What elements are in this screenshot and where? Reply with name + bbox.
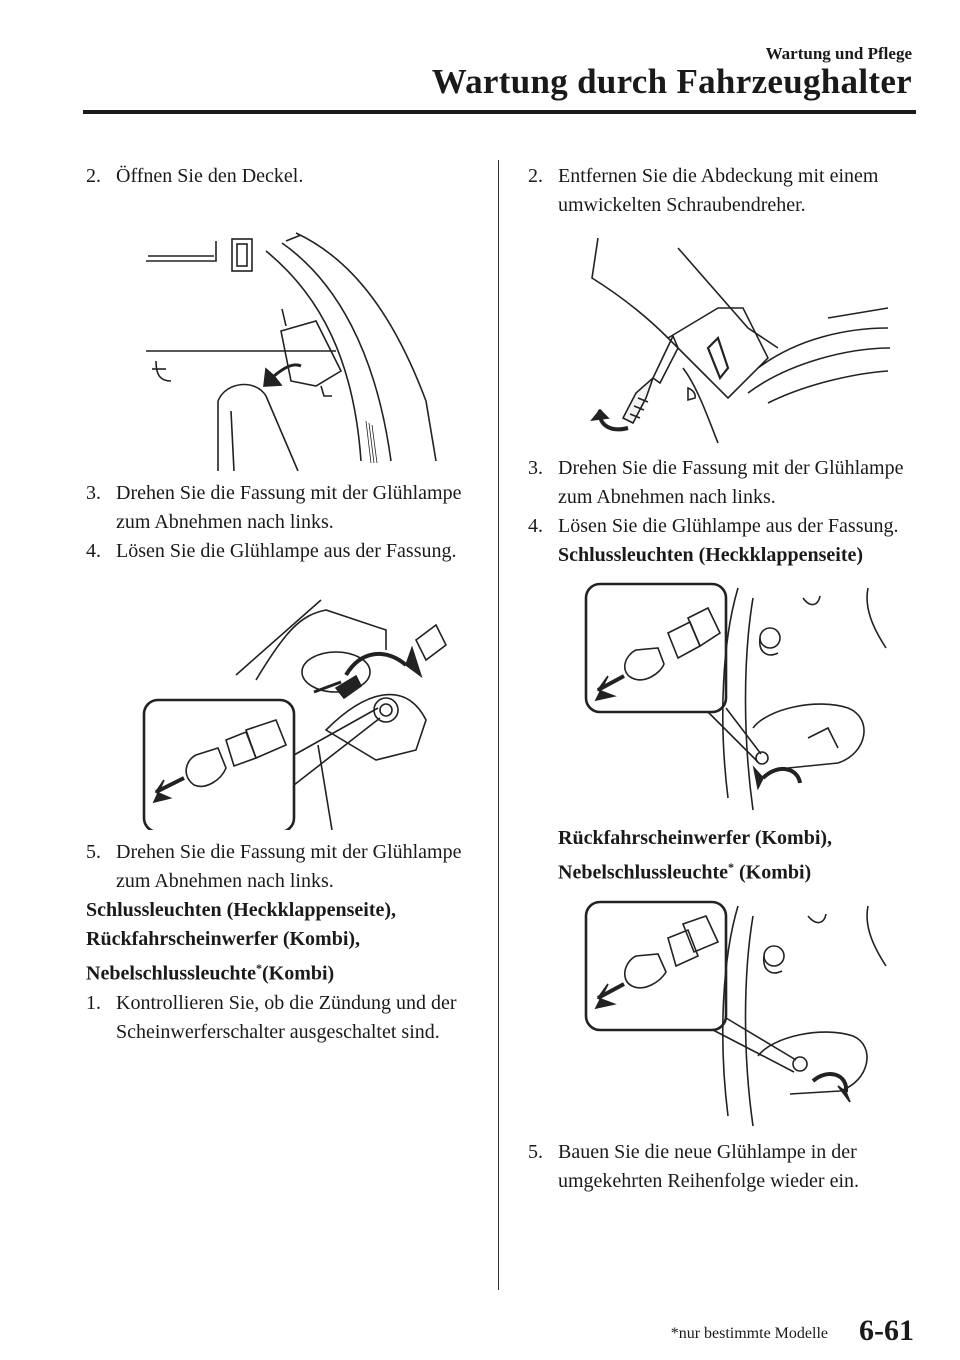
step-text: Bauen Sie die neue Glühlampe in der umge… (558, 1140, 859, 1192)
left-step-1: 1. Kontrollieren Sie, ob die Zündung und… (86, 989, 486, 1047)
figure-label-reverse-light-suffix: (Kombi) (734, 861, 812, 884)
header-rule (83, 110, 916, 114)
left-step-2: 2. Öffnen Sie den Deckel. (86, 162, 486, 191)
figure-remove-cover-screwdriver (590, 237, 891, 444)
left-column: 2. Öffnen Sie den Deckel. (86, 162, 486, 1047)
subheading-line-1: Schlussleuchten (Heckklappenseite), (86, 899, 397, 921)
figure-label-tail-lights: Schlussleuchten (Heckklappenseite) (558, 544, 864, 566)
figure-remove-socket (142, 599, 448, 830)
step-number: 3. (528, 457, 543, 479)
subheading-line-3: Nebelschlussleuchte*(Kombi) (86, 954, 486, 989)
step-text: Drehen Sie die Fassung mit der Glühlampe… (116, 841, 462, 892)
footnote-text: *nur bestimmte Modelle (670, 1325, 828, 1342)
left-step-4: 4. Lösen Sie die Glühlampe aus der Fassu… (86, 537, 486, 566)
step-text: Drehen Sie die Fassung mit der Glühlampe… (116, 482, 462, 533)
right-step-5: 5. Bauen Sie die neue Glühlampe in der u… (528, 1138, 928, 1196)
figure-tail-light-socket (584, 582, 887, 811)
figure-reverse-fog-light-socket (584, 900, 887, 1126)
step-text: Kontrollieren Sie, ob die Zündung und de… (116, 991, 457, 1043)
figure-label-reverse-light-line-2: Nebelschlussleuchte* (Kombi) (528, 853, 928, 888)
step-text: Öffnen Sie den Deckel. (116, 165, 304, 187)
right-step-2: 2. Entfernen Sie die Abdeckung mit einem… (528, 162, 928, 220)
footnote-marker: * (728, 860, 734, 874)
subheading-line-3-text: Nebelschlussleuchte (86, 962, 256, 985)
step-number: 2. (528, 165, 543, 187)
step-text: Entfernen Sie die Abdeckung mit einem um… (558, 165, 879, 216)
step-number: 4. (528, 515, 543, 537)
step-text: Lösen Sie die Glühlampe aus der Fassung. (558, 515, 899, 537)
step-text: Lösen Sie die Glühlampe aus der Fassung. (116, 540, 457, 562)
subheading-line-2: Rückfahrscheinwerfer (Kombi), (86, 928, 361, 950)
subheading-line-3-suffix: (Kombi) (262, 962, 335, 985)
step-text: Drehen Sie die Fassung mit der Glühlampe… (558, 457, 904, 508)
step-number: 1. (86, 991, 101, 1014)
step-number: 4. (86, 540, 101, 562)
left-step-5: 5. Drehen Sie die Fassung mit der Glühla… (86, 838, 486, 896)
step-number: 5. (528, 1140, 543, 1163)
right-column: 2. Entfernen Sie die Abdeckung mit einem… (528, 162, 928, 1196)
figure-label-reverse-light-line-1: Rückfahrscheinwerfer (Kombi), (558, 827, 833, 849)
right-step-4: 4. Lösen Sie die Glühlampe aus der Fassu… (528, 512, 928, 541)
header-chapter-title: Wartung durch Fahrzeughalter (431, 62, 912, 101)
column-divider (498, 160, 499, 1290)
step-number: 2. (86, 165, 101, 187)
step-number: 5. (86, 841, 101, 863)
step-number: 3. (86, 482, 101, 504)
figure-label-reverse-light-text: Nebelschlussleuchte (558, 861, 728, 884)
footnote-marker: * (256, 961, 262, 975)
left-step-3: 3. Drehen Sie die Fassung mit der Glühla… (86, 479, 486, 537)
header-section-title: Wartung und Pflege (765, 44, 912, 63)
right-step-3: 3. Drehen Sie die Fassung mit der Glühla… (528, 454, 928, 512)
page-number: 6-61 (859, 1314, 914, 1347)
figure-open-cover (146, 232, 437, 471)
